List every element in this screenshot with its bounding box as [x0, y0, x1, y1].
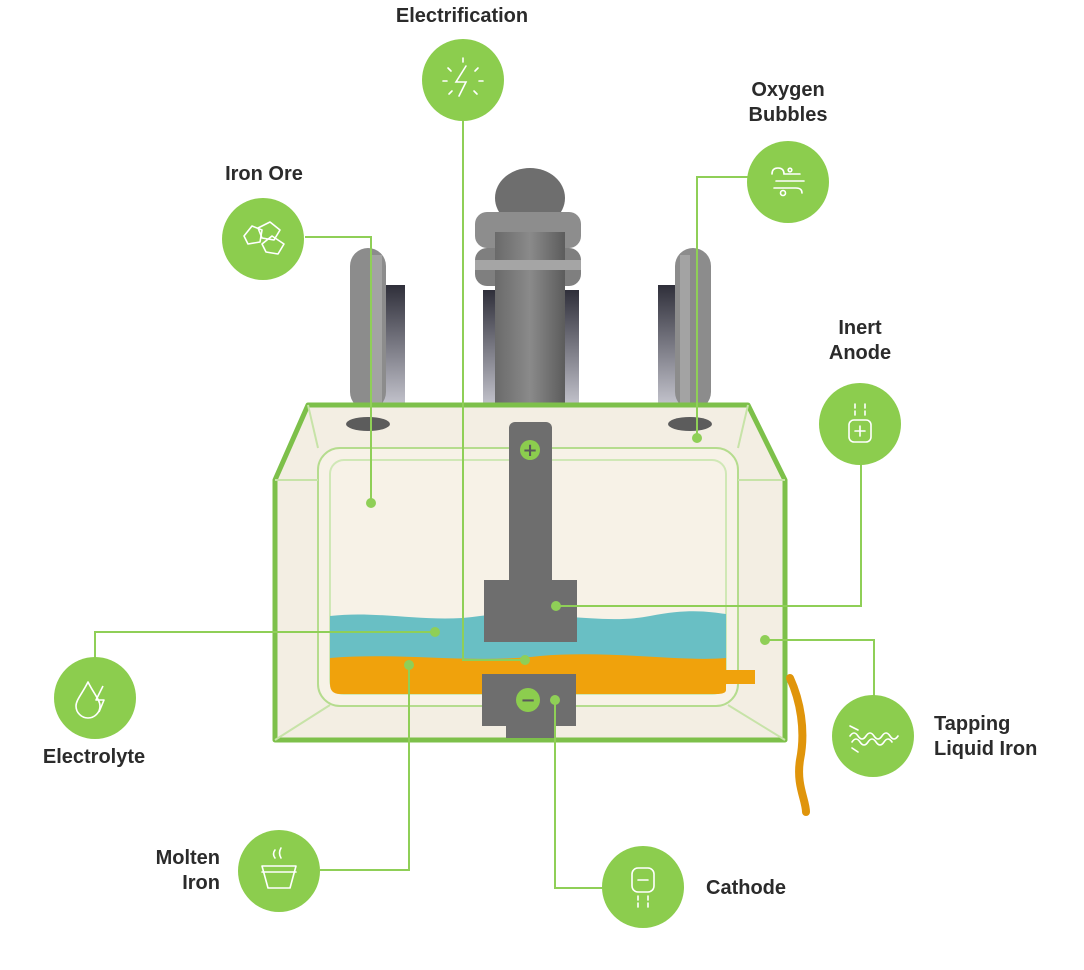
label-iron-ore: Iron Ore	[204, 162, 324, 187]
hot-bowl-icon	[238, 830, 320, 912]
right-pipe	[658, 248, 711, 410]
leader-molten-iron	[320, 665, 410, 871]
anode-assembly: +	[484, 422, 577, 642]
label-oxygen-bubbles: Oxygen Bubbles	[728, 78, 848, 128]
label-tapping-liquid-iron: Tapping Liquid Iron	[934, 712, 1074, 762]
central-column	[475, 168, 581, 410]
label-inert-anode: Inert Anode	[800, 316, 920, 366]
cathode-assembly: −	[482, 674, 576, 738]
label-tapping-liquid-iron-line2: Liquid Iron	[934, 738, 1038, 760]
liquid-iron-stream	[786, 674, 810, 816]
label-inert-anode-line1: Inert	[838, 317, 882, 339]
label-iron-ore-text: Iron Ore	[225, 163, 303, 185]
label-molten-iron: Molten Iron	[120, 846, 220, 896]
label-inert-anode-line2: Anode	[828, 342, 892, 364]
leader-lines	[94, 120, 875, 889]
leader-tapping-liquid-iron	[765, 639, 875, 697]
plus-sign: +	[522, 440, 537, 461]
label-electrification: Electrification	[372, 4, 552, 29]
label-tapping-liquid-iron-line1: Tapping	[934, 713, 1011, 735]
leader-inert-anode	[556, 464, 862, 607]
leader-dots	[366, 433, 770, 705]
minus-terminal	[516, 688, 540, 712]
wind-bubbles-icon	[747, 141, 829, 223]
cathode-plug-icon	[602, 846, 684, 928]
ore-rocks-icon	[222, 198, 304, 280]
liquid-flow-icon	[832, 695, 914, 777]
plus-terminal	[520, 440, 540, 460]
leader-cathode	[554, 700, 602, 889]
leader-iron-ore	[305, 236, 372, 503]
label-electrification-text: Electrification	[395, 5, 529, 27]
label-oxygen-bubbles-line1: Oxygen	[751, 79, 825, 101]
label-cathode-text: Cathode	[706, 877, 786, 899]
label-electrolyte-text: Electrolyte	[42, 746, 146, 768]
minus-sign: −	[520, 690, 535, 711]
drop-lightning-icon	[54, 657, 136, 739]
label-molten-iron-line1: Molten	[155, 847, 220, 869]
lightning-icon	[422, 39, 504, 121]
leader-electrification	[462, 120, 525, 661]
leader-oxygen-bubbles	[696, 176, 748, 438]
leader-electrolyte	[94, 631, 435, 658]
anode-plug-icon	[819, 383, 901, 465]
label-cathode: Cathode	[706, 876, 846, 901]
label-electrolyte: Electrolyte	[24, 745, 164, 770]
label-oxygen-bubbles-line2: Bubbles	[748, 104, 828, 126]
left-pipe	[350, 248, 405, 410]
label-molten-iron-line2: Iron	[182, 872, 220, 894]
